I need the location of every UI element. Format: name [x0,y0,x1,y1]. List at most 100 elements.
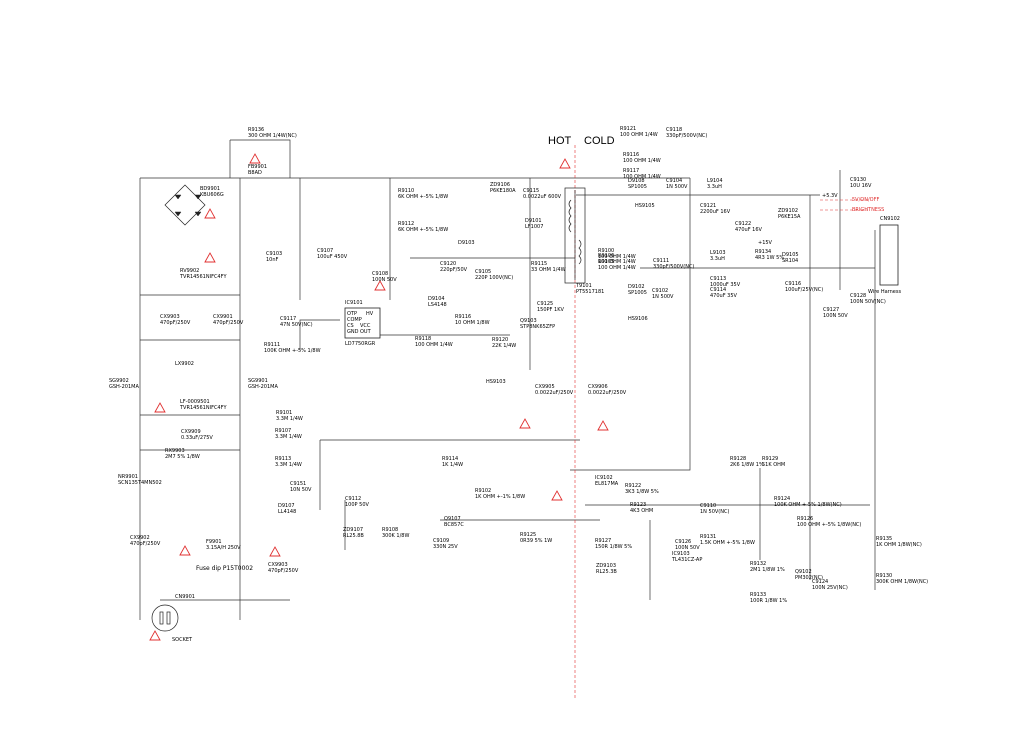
component-value: 10U 16V [850,183,872,189]
warning-icon [374,280,386,291]
component-value: 0.33uF/275V [181,435,213,441]
rail-15v-label: +15V [758,240,773,246]
component-value: P6KE15A [778,214,801,220]
component-value: 300K 1/8W [382,533,409,539]
component-value: 3.3M 1/4W [275,462,302,468]
component-ref: C9114 [710,287,726,293]
component-ref: IC9103 [672,551,690,557]
ic9101-pin-otp: OTP [347,311,357,317]
connector-label: CN9102 [880,216,900,222]
component-ref: C9113 [710,276,726,282]
component-value: 1N 50V(NC) [700,509,729,515]
component-ref: R9116 [623,152,639,158]
component-ref: C9118 [666,127,682,133]
component-value: 2K6 1/8W 1% [730,462,764,468]
component-value: RL25.3B [596,569,617,575]
component-value: 470uF 35V [710,293,738,299]
component-ref: C9121 [700,203,716,209]
component-value: RL25.8B [343,533,364,539]
component-ref: BD9901 [200,186,220,192]
component-value: BC857C [444,522,464,528]
hot-label: HOT [548,135,572,147]
warning-icon [149,630,161,641]
component-value: SP1005 [628,184,647,190]
component-value: 330pF/500V(NC) [653,264,694,270]
component-ref: R9123 [630,502,646,508]
component-ref: LF-0009501 [180,399,210,405]
component-value: 3.3uH [710,256,725,262]
component-value: 100N 50V [372,277,397,283]
component-value: 100K OHM +-5% 1/8W [264,348,321,354]
component-value: 2M7 5% 1/8W [165,454,200,460]
component-value: LS4148 [428,302,447,308]
component-ref: NR9901 [118,474,138,480]
component-ref: R9106 [598,253,614,259]
warning-icon [154,402,166,413]
component-ref: R9127 [595,538,611,544]
component-value: 150R 1/8W 5% [595,544,632,550]
component-value: 470pF/250V [213,320,244,326]
component-value: 100 OHM 1/4W [598,254,636,260]
wiring [139,139,876,620]
component-value: LL4148 [278,509,296,515]
component-value: 1K OHM +-1% 1/8W [475,494,525,500]
component-ref: Q9107 [444,516,461,522]
warning-icon [269,546,281,557]
bridge-rectifier [164,184,206,226]
component-value: 100 OHM 1/4W [620,132,658,138]
component-value: TL431CZ-AP [671,557,702,563]
component-value: SR104 [782,258,798,264]
component-value: 100 OHM 1/4W [598,265,636,271]
component-ref: C9109 [433,538,449,544]
component-ref: C9122 [735,221,751,227]
component-ref: R9132 [750,561,766,567]
component-value: SCN135T4MN502 [118,480,162,486]
component-value: TVR14561NIFC4FY [179,405,227,411]
component-value: 100uF 450V [317,254,348,260]
warning-icon [519,418,531,429]
component-value: PT5517181 [576,289,604,295]
component-ref: R9124 [774,496,790,502]
component-ref: C9107 [317,248,333,254]
component-value: GSH-201MA [109,384,139,390]
component-ref: D9101 [525,218,542,224]
component-ref: R9126 [797,516,813,522]
component-ref: SG9901 [248,378,268,384]
warning-markers [149,153,609,641]
component-ref: ZD9103 [596,563,616,569]
component-value: 47N 50V(NC) [280,322,313,328]
component-ref: R9107 [275,428,291,434]
component-value: 4K3 OHM [630,508,653,514]
component-ref: R9130 [876,573,892,579]
component-ref: D9103 [458,240,475,246]
component-ref: R9105 [598,259,614,265]
component-ref: C9124 [812,579,828,585]
component-ref: R9131 [700,534,716,540]
component-ref: C9105 [475,269,491,275]
ic9101-pin-out: OUT [360,329,372,335]
component-value: 3.3M 1/4W [276,416,303,422]
component-ref: C9108 [372,271,388,277]
component-ref: C9116 [785,281,801,287]
cold-label: COLD [584,135,615,147]
ic9101-pin-comp: COMP [347,317,362,323]
fuse-caption: Fuse dip P15T0002 [196,565,253,572]
warning-icon [179,545,191,556]
component-value: 100P 50V [345,502,370,508]
component-ref: D9108 [628,178,645,184]
socket-label: SOCKET [172,637,193,643]
component-ref: R9129 [762,456,778,462]
component-ref: C9111 [653,258,669,264]
component-value: 100 OHM +-5% 1/8W(NC) [797,522,861,528]
component-value: 1.5K OHM +-5% 1/8W [700,540,755,546]
component-value: 470pF/250V [268,568,299,574]
component-value: 3.3uH [707,184,722,190]
component-value: KBU606G [200,192,224,198]
component-ref: RV9902 [180,268,199,274]
component-value: 2200uF 16V [700,209,731,215]
component-value: 0R39 5% 1W [520,538,552,544]
component-value: 100 OHM 1/4W [623,174,661,180]
component-value: TVR14561NIFC4FY [179,274,227,280]
